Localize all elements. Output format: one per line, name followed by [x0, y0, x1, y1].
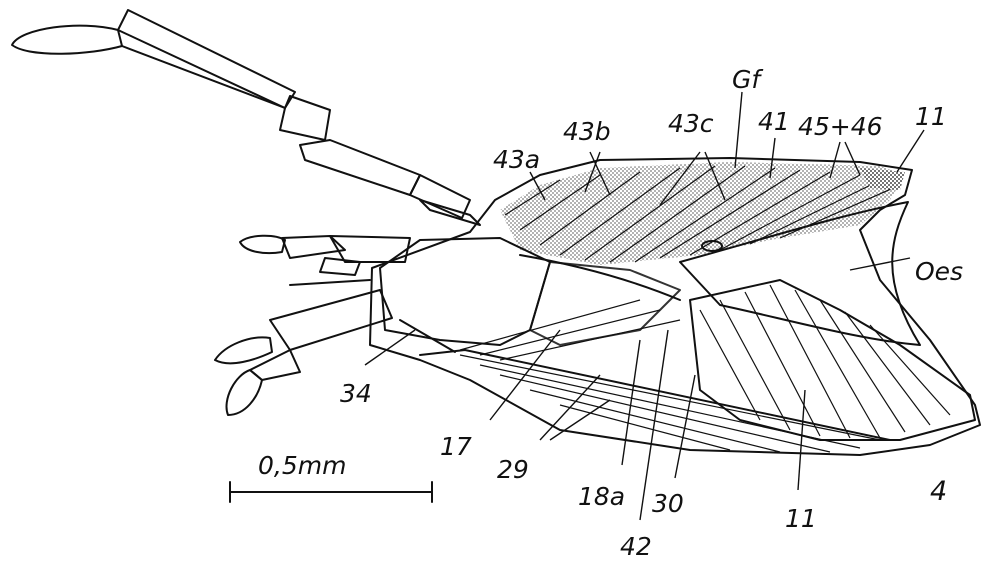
label-oes: Oes — [915, 257, 963, 286]
label-41: 41 — [758, 107, 790, 136]
label-42: 42 — [620, 532, 652, 561]
label-43a: 43a — [493, 145, 540, 174]
label-11-top: 11 — [915, 102, 947, 131]
figure-number: 4 — [930, 476, 947, 507]
label-43c: 43c — [668, 109, 714, 138]
left-appendages — [215, 236, 410, 415]
label-gf: Gf — [732, 65, 763, 94]
label-45-46: 45+46 — [798, 112, 883, 141]
label-43b: 43b — [563, 117, 611, 146]
scale-bar-label: 0,5mm — [258, 451, 346, 480]
dorsal-muscles — [500, 162, 905, 265]
scale-bar — [230, 482, 432, 502]
label-29: 29 — [497, 455, 529, 484]
label-18a: 18a — [578, 482, 625, 511]
labels: 43a 43b 43c Gf 41 45+46 11 Oes 34 17 29 … — [258, 65, 963, 561]
label-17: 17 — [440, 432, 472, 461]
label-11-bottom: 11 — [785, 504, 817, 533]
ventral-muscles — [400, 280, 975, 452]
label-30: 30 — [652, 489, 684, 518]
antenna — [12, 10, 480, 225]
label-34: 34 — [340, 379, 372, 408]
